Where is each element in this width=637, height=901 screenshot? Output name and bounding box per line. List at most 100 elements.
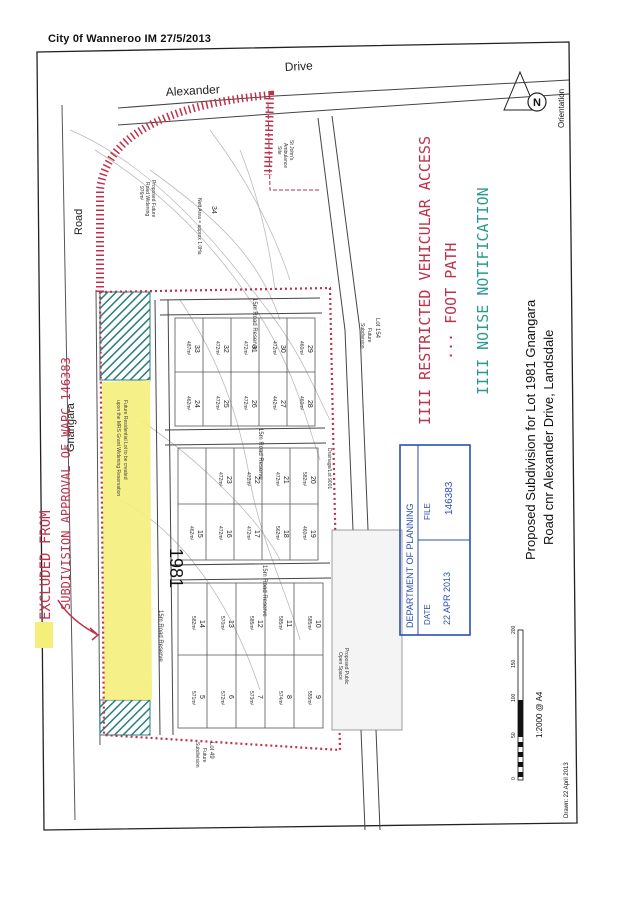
scale-bar [517, 629, 524, 781]
internal-roads [154, 297, 332, 736]
stamp-date-value: 22 APR 2013 [442, 572, 452, 625]
lot-5-area: 571m² [190, 691, 196, 706]
lot-33-area: 487m² [185, 341, 191, 356]
lot-33-number: 33 [193, 345, 200, 353]
lot-24-area: 462m² [185, 396, 191, 411]
lot-9-number: 9 [314, 695, 321, 699]
lot-20-area: 582m² [301, 472, 307, 487]
road-label-gnangara: Gnangara [65, 402, 77, 452]
open-space-label-1: Proposed Public [343, 648, 349, 685]
gnangara-road-edges [61, 104, 101, 821]
lot-24-number: 24 [193, 400, 200, 408]
hatched-area-bottom [99, 699, 151, 736]
lot-14-area: 582m² [190, 616, 196, 631]
lot-18-area: 562m² [274, 526, 280, 541]
stamp-file-number: 146383 [444, 481, 455, 515]
subdivision-boundary [98, 286, 342, 752]
widening-label-1: Proposed Future [150, 180, 156, 217]
lot-31-number: 31 [250, 345, 257, 353]
lot-6-area: 572m² [219, 691, 225, 706]
lot-12-area: 585m² [248, 616, 254, 631]
drainage-label: Drainage/Lot 9001 [326, 448, 332, 489]
stamp-date-label: DATE [423, 604, 432, 625]
scale-tick-0: 0 [511, 777, 517, 780]
lot-8-area: 574m² [277, 691, 283, 706]
lot-28-number: 28 [306, 400, 313, 408]
lot-18-number: 18 [282, 530, 289, 538]
lot-15-number: 15 [196, 530, 203, 538]
foot-path-annotation: ··· FOOT PATH [442, 243, 460, 360]
lot-6-number: 6 [227, 695, 234, 699]
lot-13-number: 13 [227, 620, 234, 628]
lot49-title: Lot 49 [208, 742, 214, 759]
lot-29-area: 460m² [298, 341, 304, 356]
lot-11-number: 11 [285, 620, 292, 627]
excluded-arrow [57, 599, 100, 641]
lot-8-number: 8 [285, 695, 292, 699]
title-line-2: Road cnr Alexander Drive, Landsdale [541, 330, 556, 545]
lot-22-area: 472m² [245, 472, 251, 487]
scale-tick-150: 150 [511, 659, 517, 668]
lot-14-number: 14 [198, 620, 205, 628]
lot-7-area: 573m² [248, 691, 254, 706]
lot-21-number: 21 [282, 476, 289, 484]
lot154-sub1: Future [366, 328, 372, 343]
lot-22-number: 22 [253, 476, 260, 484]
lot-28-area: 460m² [298, 396, 304, 411]
lot-9-area: 555m² [306, 691, 312, 706]
yellow-note-2: upon the MRS Grant Widening Reservation [115, 400, 121, 496]
scale-label: 1:2000 @ A4 [535, 691, 544, 738]
lot154-sub2: Subdivision [359, 323, 365, 349]
lot-number-label: 1981 [166, 548, 186, 588]
road-reserve-label-a: 15m Road Reserve [251, 298, 257, 350]
excluded-yellow-area [102, 380, 152, 700]
scale-tick-200: 200 [511, 625, 517, 634]
orientation-label: Orientation [557, 89, 566, 128]
lot-26-area: 472m² [242, 396, 248, 411]
lot-10-number: 10 [314, 620, 321, 628]
lot-11-area: 585m² [277, 616, 283, 631]
road-label-drive: Drive [284, 59, 313, 74]
lot49-sub1: Future [201, 748, 207, 763]
lot-10-area: 585m² [306, 616, 312, 631]
lot-19-area: 460m² [301, 526, 307, 541]
widening-label-3: 976m² [138, 186, 144, 201]
lot-16-area: 472m² [217, 526, 223, 541]
title-line-1: Proposed Subdivision for Lot 1981 Gnanga… [523, 299, 538, 560]
lot-32-area: 472m² [214, 341, 220, 356]
north-arrow-icon [503, 70, 547, 112]
public-open-space [331, 529, 403, 731]
lot-30-area: 472m² [271, 341, 277, 356]
planning-stamp [399, 444, 471, 636]
road-reserve-label-b: 15m Road Reserve [257, 428, 263, 480]
yellow-marker-swatch [35, 622, 53, 648]
open-space-label-2: Open Space [337, 652, 343, 680]
lot-7-number: 7 [256, 695, 263, 699]
ambulance-label-3: Site [276, 146, 282, 155]
restricted-access-annotation: IIII RESTRICTED VEHICULAR ACCESS [416, 136, 434, 425]
road-reserve-label-c: 15m Road Reserve [261, 565, 267, 617]
lot-16-number: 16 [225, 530, 232, 538]
north-letter: N [533, 97, 541, 109]
lot-12-number: 12 [256, 620, 263, 628]
ambulance-site-boundary [267, 102, 320, 191]
ambulance-label-1: St John's [288, 140, 294, 161]
lot-grid [174, 317, 324, 729]
scale-tick-50: 50 [511, 732, 517, 738]
lot-25-area: 472m² [214, 396, 220, 411]
lot-19-number: 19 [309, 530, 316, 538]
lot-32-number: 32 [222, 345, 229, 353]
hatched-area-top [99, 291, 151, 381]
lot-31-area: 472m² [242, 341, 248, 356]
lot49-sub2: Subdivision [194, 742, 200, 768]
lot154-title: Lot 154 [374, 318, 380, 339]
lot-13-area: 570m² [219, 616, 225, 631]
lot-25-number: 25 [222, 400, 229, 408]
road-label-road: Road [73, 209, 85, 235]
lot-27-number: 27 [279, 400, 286, 408]
excluded-annotation-2: SUBDIVISION APPROVAL OF WAPC 146383 [59, 357, 73, 610]
ambulance-label-2: Ambulance [282, 143, 288, 168]
lot-27-area: 442m² [271, 396, 277, 411]
